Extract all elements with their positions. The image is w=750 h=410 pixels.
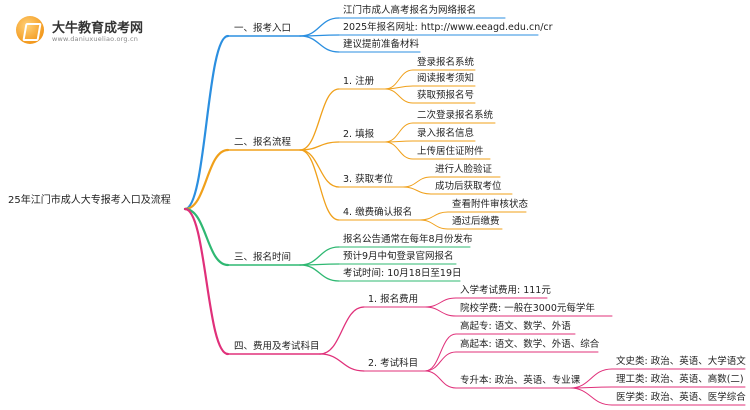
sub-topic-label: 4. 缴费确认报名 xyxy=(343,207,413,218)
sub-topic-label: 江门市成人高考报名为网络报名 xyxy=(343,5,477,16)
leaf-label: 阅读报考须知 xyxy=(417,73,475,84)
leaf-connector xyxy=(424,370,457,389)
sub-topic-label: 1. 注册 xyxy=(343,76,375,87)
leaf-label: 录入报名信息 xyxy=(417,128,475,139)
leaf-label: 入学考试费用: 111元 xyxy=(460,285,551,296)
sub-topic-label: 2025年报名网址: http://www.eeagd.edu.cn/cr xyxy=(343,22,553,33)
branch-connector xyxy=(183,207,230,267)
logo-subtitle: www.daniuxueliao.org.cn xyxy=(52,35,139,43)
leaf-label: 通过后缴费 xyxy=(452,216,500,227)
graduation-book-icon xyxy=(16,16,44,44)
leaf-label: 文史类: 政治、英语、大学语文 xyxy=(616,356,746,367)
leaf-connector xyxy=(384,141,414,160)
leaf-label: 专升本: 政治、英语、专业课 xyxy=(460,375,581,386)
branch-connector xyxy=(183,34,230,211)
leaf-label: 高起本: 语文、数学、外语、综合 xyxy=(460,339,600,350)
branch-connector xyxy=(183,148,230,211)
branch-connector xyxy=(183,207,230,356)
leaf-connector xyxy=(569,387,613,406)
branch-label: 二、报名流程 xyxy=(234,137,292,148)
sub-topic-label: 3. 获取考位 xyxy=(343,174,394,185)
leaf-label: 获取预报名号 xyxy=(417,90,475,101)
sub-topic-label: 1. 报名费用 xyxy=(368,294,419,305)
leaf-label: 医学类: 政治、英语、医学综合 xyxy=(616,392,746,403)
sub-connector xyxy=(299,149,340,221)
logo-title: 大牛教育成考网 xyxy=(52,21,144,36)
leaf-connector xyxy=(424,297,457,308)
leaf-connector xyxy=(424,306,457,317)
sub-connector xyxy=(319,306,365,355)
leaf-connector xyxy=(402,186,432,195)
branch-label: 四、费用及考试科目 xyxy=(234,341,320,352)
sub-connector xyxy=(319,353,365,372)
leaf-connector xyxy=(419,219,449,230)
leaf-connector xyxy=(384,85,414,90)
leaf-connector xyxy=(384,88,414,104)
sub-connector xyxy=(299,149,340,188)
leaf-label: 进行人脸验证 xyxy=(435,164,493,175)
branch-label: 一、报考入口 xyxy=(234,23,292,34)
sub-topic-label: 预计9月中旬登录官网报名 xyxy=(343,251,454,262)
sub-connector xyxy=(299,141,340,151)
sub-connector xyxy=(299,264,340,282)
leaf-connector xyxy=(424,351,457,372)
leaf-connector xyxy=(419,211,449,221)
sub-topic-label: 考试时间: 10月18日至19日 xyxy=(343,268,462,279)
leaf-label: 高起专: 语文、数学、外语 xyxy=(460,321,571,332)
leaf-label: 理工类: 政治、英语、高数(二) xyxy=(616,374,744,385)
leaf-label: 查看附件审核状态 xyxy=(452,199,529,210)
leaf-label: 成功后获取考位 xyxy=(435,181,502,192)
leaf-connector xyxy=(384,122,414,143)
leaf-connector xyxy=(424,333,457,372)
sub-connector xyxy=(299,17,340,37)
leaf-connector xyxy=(569,368,613,389)
sub-topic-label: 2. 填报 xyxy=(343,129,375,140)
leaf-label: 院校学费: 一般在3000元每学年 xyxy=(460,303,595,314)
sub-connector xyxy=(299,35,340,53)
leaf-label: 二次登录报名系统 xyxy=(417,110,494,121)
root-topic: 25年江门市成人大专报考入口及流程 xyxy=(8,195,171,206)
sub-connector xyxy=(299,246,340,266)
leaf-label: 登录报名系统 xyxy=(417,57,475,68)
site-logo: 大牛教育成考网 www.daniuxueliao.org.cn xyxy=(16,14,166,50)
sub-connector xyxy=(299,88,340,151)
sub-topic-label: 2. 考试科目 xyxy=(368,358,419,369)
sub-topic-label: 报名公告通常在每年8月份发布 xyxy=(343,234,473,245)
branch-label: 三、报名时间 xyxy=(234,252,292,263)
sub-topic-label: 建议提前准备材料 xyxy=(343,39,420,50)
leaf-label: 上传居住证附件 xyxy=(417,146,484,157)
leaf-connector xyxy=(402,176,432,188)
